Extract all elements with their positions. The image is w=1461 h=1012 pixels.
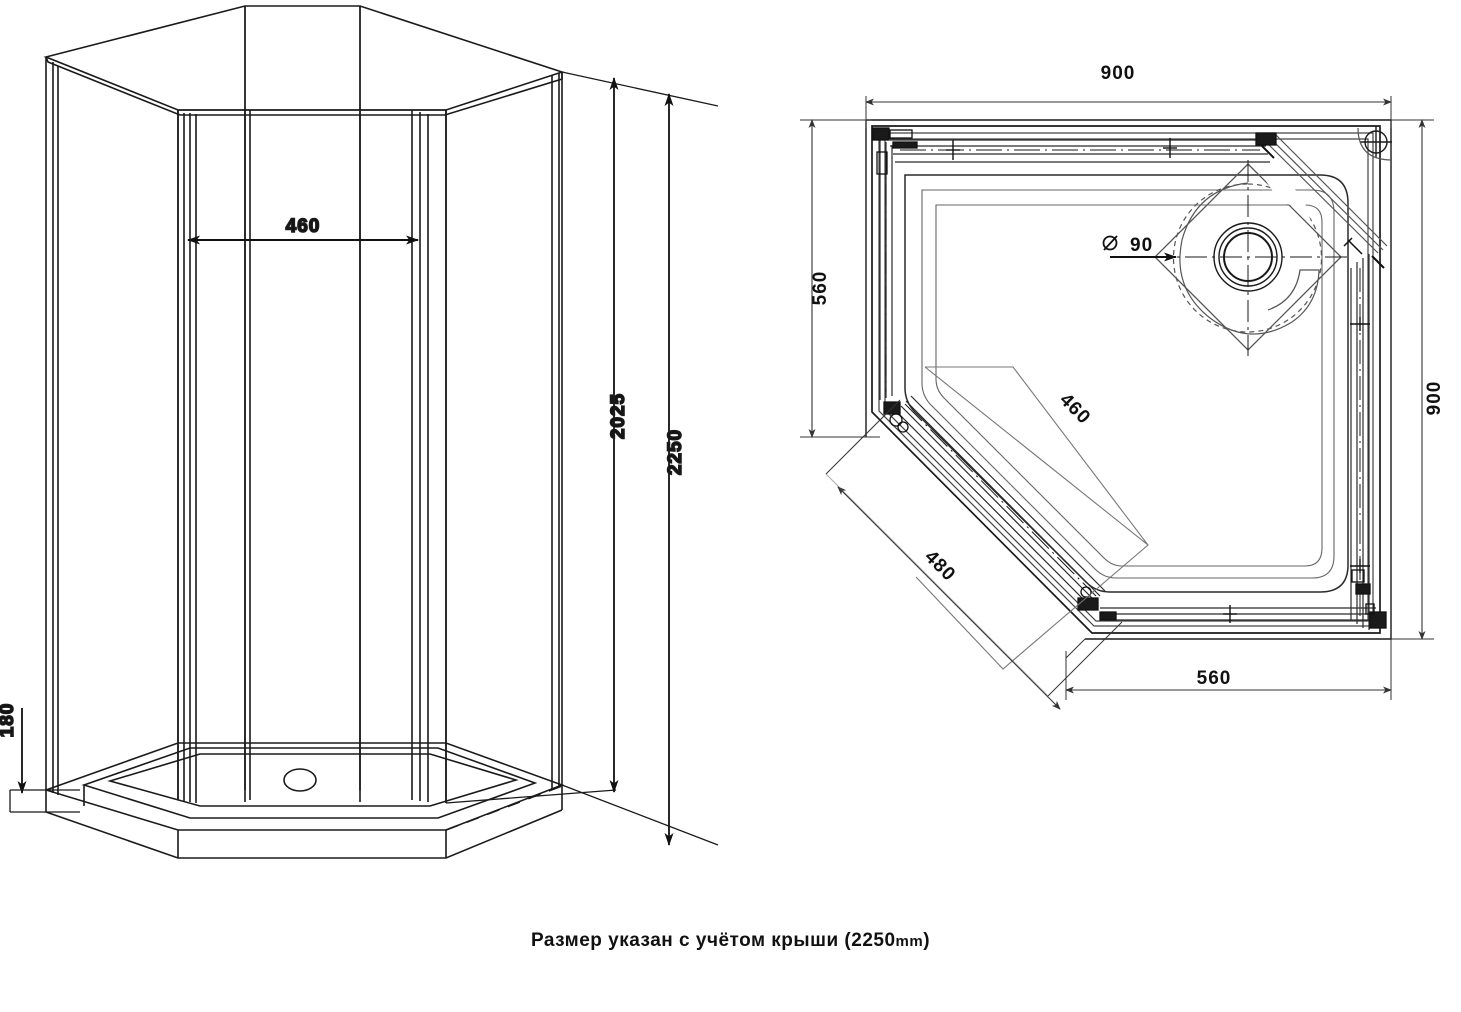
dim-2250-label: 2250	[665, 429, 686, 475]
dim-460-iso-label: 460	[286, 216, 321, 237]
diagonal-track-centerline	[904, 403, 1097, 597]
dim-480-plan-label: 480	[920, 546, 959, 585]
right-rail-ticks	[1350, 317, 1370, 573]
dim-560-left-label: 560	[810, 271, 831, 306]
drain-scallop	[1179, 182, 1320, 335]
dim-560-left	[800, 119, 880, 438]
plan-top-view: 90 900 900 560 560	[800, 63, 1445, 710]
bottom-rail-tick	[1223, 605, 1237, 623]
top-track-rail	[890, 139, 1270, 163]
dim-560-bottom-label: 560	[1197, 668, 1232, 689]
roof-panel	[43, 5, 565, 116]
dim-180-label: 180	[0, 703, 18, 738]
drawing-caption: Размер указан с учётом крыши (2250mm)	[0, 930, 1461, 952]
drain-diameter-label: 90	[1130, 235, 1153, 256]
dim-560-bottom	[1065, 639, 1392, 700]
plan-outer-frame	[865, 119, 1392, 640]
dim-460-plan-label: 460	[1055, 389, 1094, 428]
enclosure-outline	[871, 125, 1381, 634]
iso-extension-lines	[445, 71, 719, 846]
plan-helper-lines	[1065, 638, 1086, 659]
tray-drain-icon	[283, 768, 317, 792]
hardware-roller-top-right	[1255, 132, 1277, 159]
left-door-leaf	[177, 6, 251, 803]
center-front-door	[244, 110, 361, 802]
dim-900-right	[1391, 119, 1434, 640]
dim-480-diagonal	[825, 399, 1123, 710]
hardware-bracket-right-lower	[1351, 569, 1371, 595]
tray-plan-outline	[904, 174, 1349, 593]
left-side-panel	[45, 57, 185, 802]
caption-close: )	[923, 930, 931, 951]
dim-900-top	[865, 96, 1392, 128]
bottom-rail	[1100, 607, 1380, 621]
dim-900-right-label: 900	[1424, 381, 1445, 416]
top-rail-ticks	[946, 138, 1177, 160]
dim-900-top-label: 900	[1101, 63, 1136, 84]
hardware-bracket-right-mid	[1343, 237, 1385, 269]
dim-2025-label: 2025	[608, 393, 629, 439]
hardware-corner-bottom-right	[1365, 603, 1387, 629]
upper-right-diagonal-rail	[1261, 132, 1388, 254]
hardware-hinge-top-left	[872, 127, 918, 175]
drain-detail	[1150, 160, 1348, 356]
drain-diameter-symbol	[1102, 235, 1118, 251]
enclosure-outline-inner1	[878, 132, 1374, 627]
corner-fixing-hole	[1357, 126, 1393, 161]
caption-unit: mm	[895, 933, 924, 950]
isometric-3d-view: 460 2025 2250 180	[0, 5, 719, 859]
tray-plan-inner	[921, 189, 1335, 579]
right-side-panel	[445, 72, 563, 803]
caption-main: Размер указан с учётом крыши (2250	[530, 930, 896, 951]
right-door-leaf	[359, 6, 447, 803]
dim-180-iso	[9, 708, 80, 813]
